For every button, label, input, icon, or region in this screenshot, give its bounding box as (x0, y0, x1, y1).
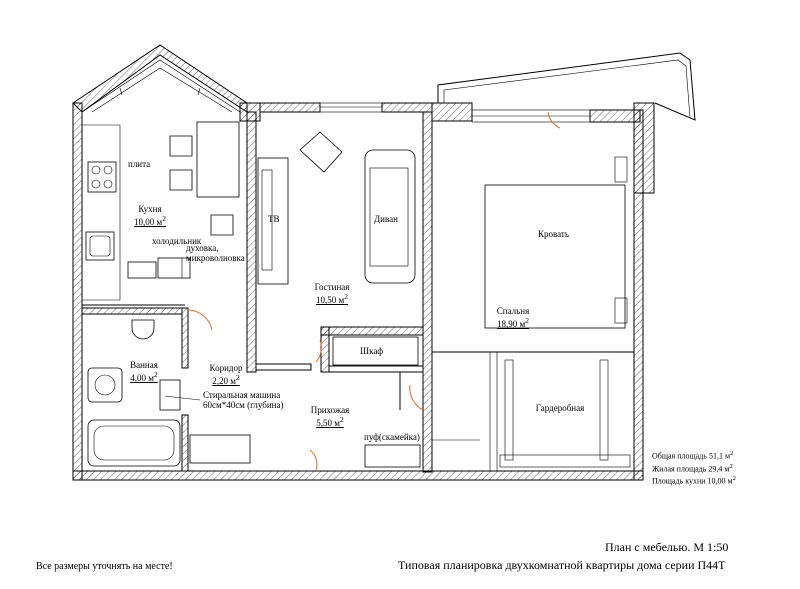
living-furniture (257, 131, 416, 285)
living-area-total: Жилая площадь 29,4 м2 (652, 462, 733, 474)
kitchen-bay-window (81, 59, 241, 113)
total-area: Общая площадь 51,1 м2 (652, 450, 734, 461)
oven-label: духовка, микроволновка (186, 243, 245, 263)
bathroom-label: Ванная 4,00 м2 (130, 360, 158, 383)
pouf-label: пуф(скамейка) (364, 432, 420, 442)
bed-label: Кровать (538, 229, 569, 239)
bedroom-name: Спальня (496, 306, 530, 316)
living-name: Гостиная (314, 282, 350, 292)
sofa-icon (364, 149, 416, 284)
shoe-rack (189, 434, 251, 464)
fridge-icon (127, 261, 157, 279)
interior-walls (81, 111, 634, 473)
stove-icon (87, 161, 117, 193)
wardrobe-label: Гардеробная (535, 403, 585, 413)
plan-subtitle: Типовая планировка двухкомнатной квартир… (398, 558, 726, 572)
disclaimer: Все размеры уточнять на месте! (36, 561, 173, 572)
bathroom-area: 4,00 м2 (130, 370, 158, 383)
sofa-label: Диван (374, 214, 398, 224)
cabinet-label: Шкаф (360, 346, 384, 356)
hallway-area: 5,50 м2 (316, 415, 344, 428)
tv-label: ТВ (268, 214, 280, 224)
kitchen-name: Кухня (138, 204, 162, 214)
pouf-icon (364, 444, 421, 468)
bedroom-label: Спальня 18,90 м2 (497, 306, 529, 329)
wardrobe-racks (499, 359, 631, 468)
hallway-name: Прихожая (310, 405, 350, 415)
hallway-label: Прихожая 5,50 м2 (311, 405, 350, 428)
washbasin-icon (87, 367, 123, 403)
living-window (319, 102, 383, 113)
hallway-furniture (189, 336, 480, 468)
bedroom-furniture (484, 156, 628, 329)
corridor-name: Коридор (209, 363, 243, 373)
stove-label: плита (128, 159, 151, 169)
living-area: 10,50 м2 (316, 292, 348, 305)
cabinet-icon (332, 336, 419, 366)
kitchen-area-total: Площадь кухни 10,00 м2 (652, 475, 736, 486)
bed-icon (484, 184, 626, 329)
outer-walls (72, 44, 655, 481)
bathroom-name: Ванная (130, 360, 158, 370)
kitchen-label: Кухня 10,00 м2 (134, 204, 166, 227)
doors (187, 111, 561, 471)
bathroom-furniture (87, 319, 181, 467)
bathtub-icon (87, 419, 181, 467)
balcony (437, 52, 696, 123)
corridor-area: 2,20 м2 (212, 373, 240, 386)
tv-stand (257, 157, 289, 285)
washer-label: Стиральная машина 60см*40см (глубина) (203, 390, 284, 410)
kitchen-table (196, 121, 240, 198)
kitchen-area: 10,00 м2 (134, 214, 166, 227)
toilet-icon (131, 319, 155, 340)
kitchen-furniture (82, 121, 240, 301)
fridge-label: холодильник (152, 236, 202, 246)
living-label: Гостиная 10,50 м2 (315, 282, 350, 305)
corridor-label: Коридор 2,20 м2 (210, 363, 243, 386)
area-summary: Общая площадь 51,1 м2 Жилая площадь 29,4… (652, 449, 736, 487)
armchair-icon (299, 131, 343, 173)
washing-machine-icon (159, 379, 181, 411)
plan-title: План с мебелью. М 1:50 (605, 540, 729, 554)
bedroom-area: 18,90 м2 (497, 316, 529, 329)
